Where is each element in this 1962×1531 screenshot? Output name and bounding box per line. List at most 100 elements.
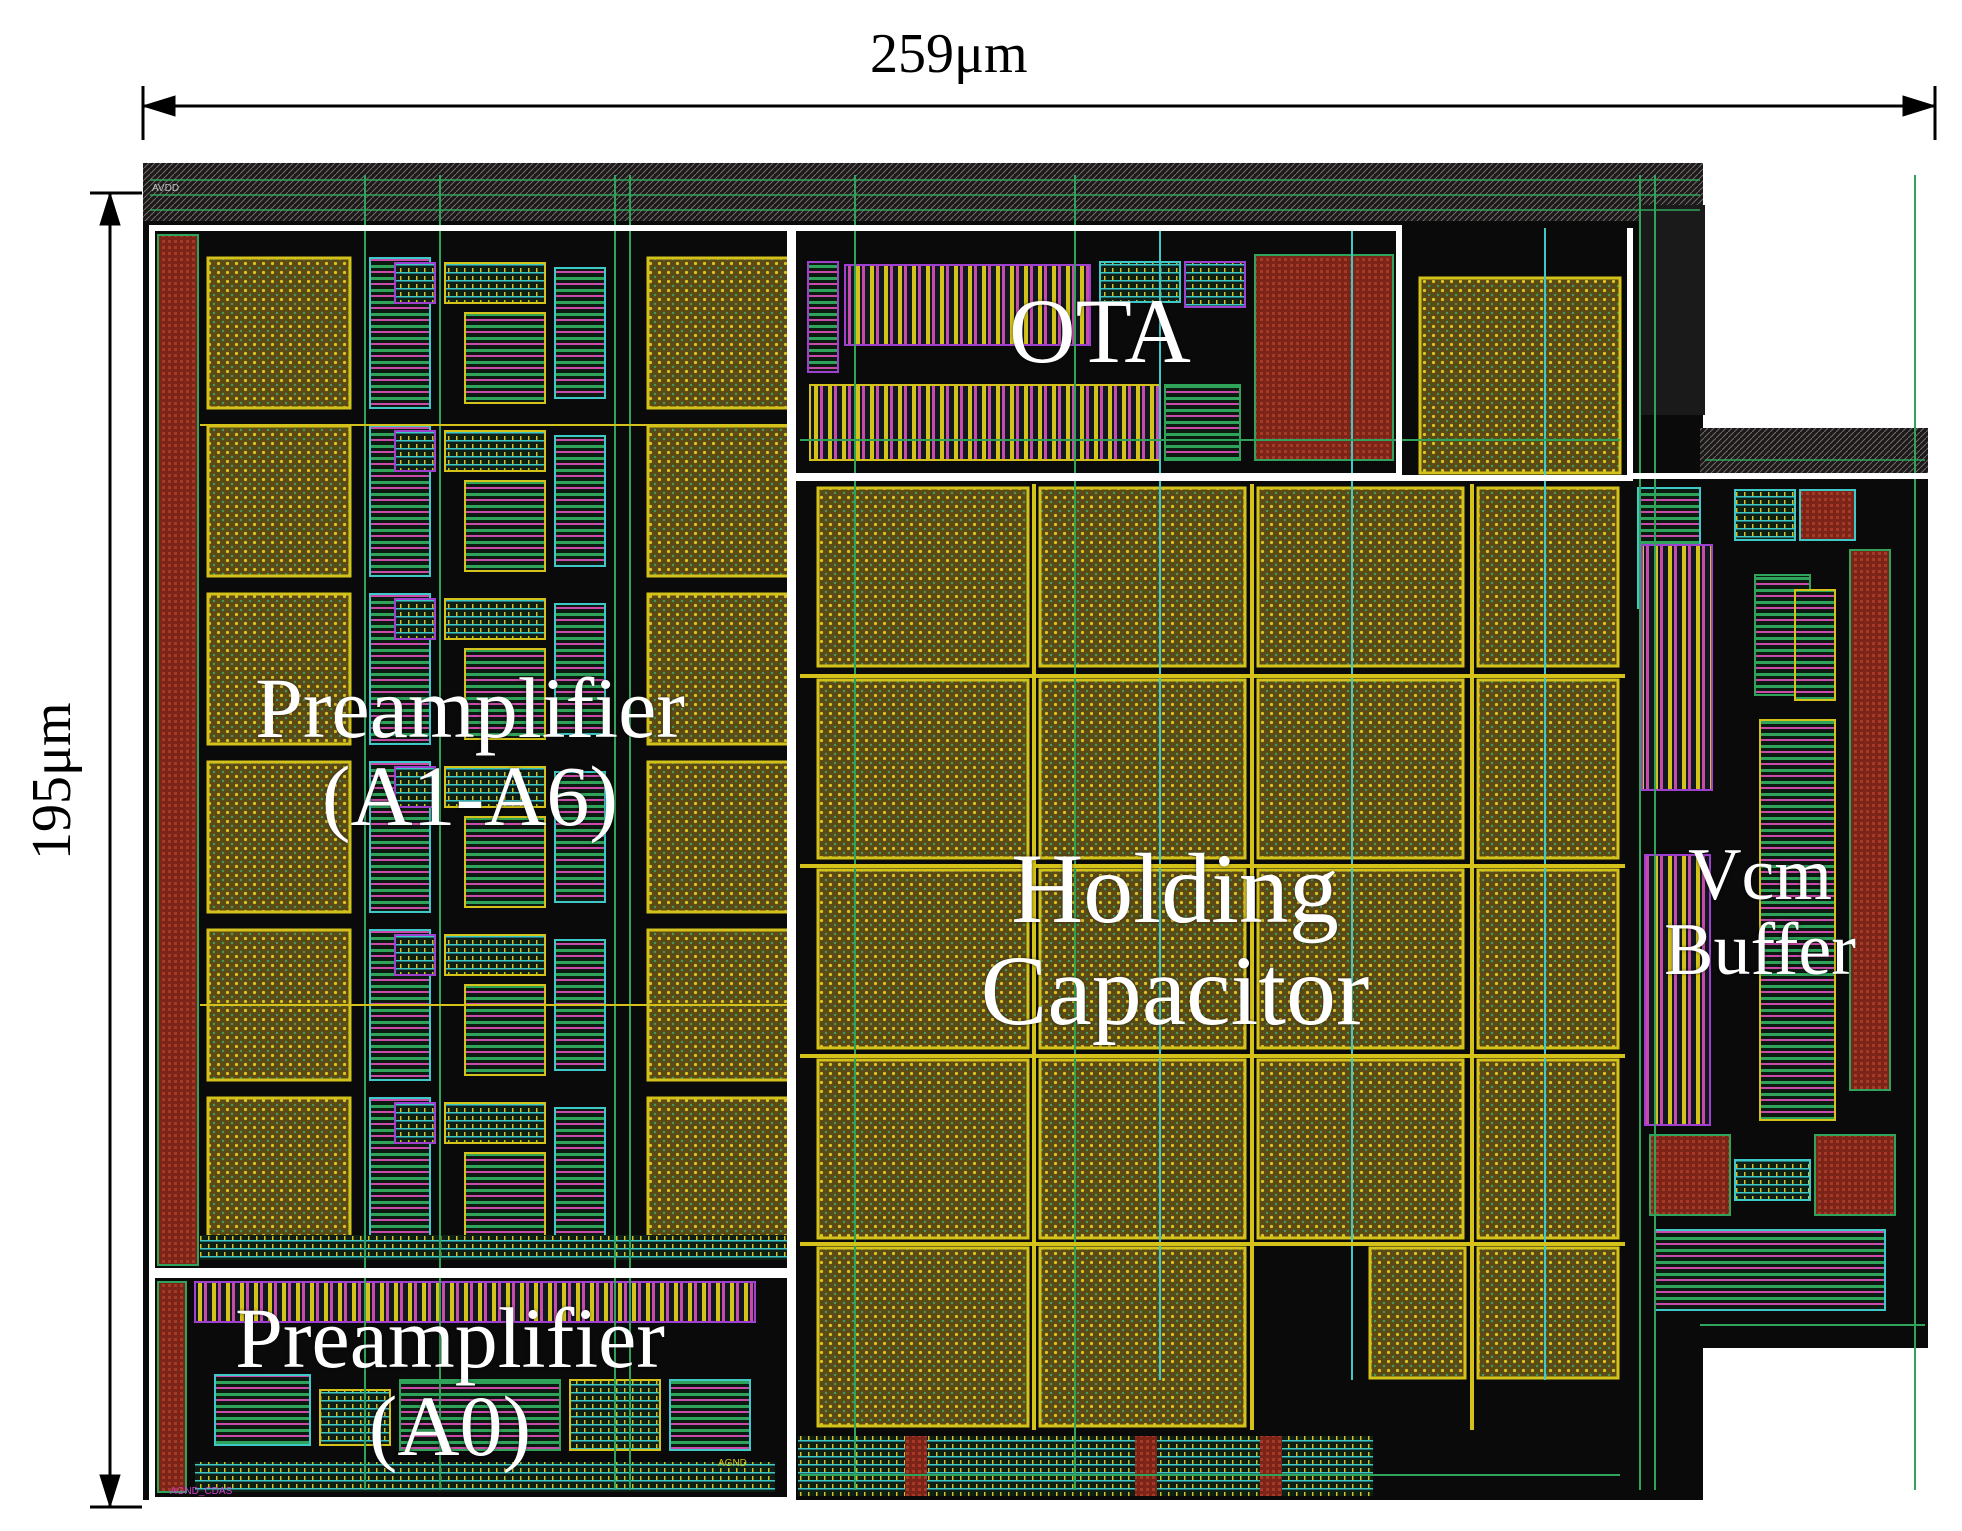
ota-bias: [1099, 261, 1181, 303]
label-ota: OTA: [980, 280, 1220, 382]
resistor-strip: [157, 234, 199, 1266]
capacitor-cell: [1476, 1246, 1620, 1380]
bias-rail: [200, 1235, 790, 1260]
transistor-array: [464, 1152, 546, 1244]
tag-avdd: AVDD: [152, 183, 179, 194]
width-dimension-label: 259μm: [870, 23, 1028, 85]
contact-block: [394, 934, 436, 976]
transistor-block: [319, 1389, 391, 1446]
transistor-stack: [554, 267, 606, 399]
ota-compensation-res: [1254, 254, 1394, 461]
capacitor-cell: [206, 424, 352, 578]
contact-block: [394, 766, 436, 808]
capacitor-cell: [1038, 1246, 1247, 1428]
transistor-array: [464, 648, 546, 740]
capacitor-cell: [1256, 486, 1465, 668]
label-vcm-buffer: Vcm Buffer: [1640, 834, 1880, 992]
transistor-array: [464, 312, 546, 404]
capacitor-cell: [816, 678, 1030, 860]
vcm-buffer-layout: [1637, 487, 1896, 1311]
vcm-cap: [1649, 1134, 1731, 1216]
vcm-switch-array: [1654, 1229, 1886, 1311]
transistor-block: [399, 1379, 561, 1451]
capacitor-cell: [816, 486, 1030, 668]
capacitor-cell: [1256, 1058, 1465, 1240]
capacitor-cell: [206, 1096, 352, 1250]
capacitor-cell: [1476, 868, 1620, 1050]
vcm-switch: [1734, 1159, 1811, 1201]
contact-block: [394, 430, 436, 472]
capacitor-cell: [1368, 1246, 1467, 1380]
ota-output-stage: [809, 384, 1161, 461]
dimension-arrows: [90, 86, 1937, 1509]
vcm-bias-res: [1799, 489, 1856, 541]
vcm-cap: [1814, 1134, 1896, 1216]
capacitor-cell: [1256, 678, 1465, 860]
capacitor-cell: [1038, 486, 1247, 668]
capacitor-cell: [1418, 276, 1622, 475]
label-vcm-buffer-line2: Buffer: [1664, 909, 1856, 992]
label-ota-text: OTA: [1009, 280, 1191, 382]
contact-block: [394, 598, 436, 640]
label-holding-capacitor-line2: Capacitor: [980, 935, 1370, 1046]
capacitor-cell: [646, 424, 792, 578]
capacitor-cell: [206, 760, 352, 914]
ota-cascode: [1164, 384, 1241, 461]
transistor-pair: [444, 598, 546, 640]
tag-agnd-cdas: AGND_CDAS: [170, 1486, 233, 1497]
vcm-mirror: [1794, 589, 1836, 701]
label-preamplifier-a1-a6-line2: (A1-A6): [321, 747, 619, 844]
cap-via-stack: [1260, 1436, 1282, 1496]
transistor-stack: [554, 771, 606, 903]
capacitor-cell: [206, 256, 352, 410]
capacitor-cell: [1038, 678, 1247, 860]
capacitor-cell: [646, 256, 792, 410]
transistor-row: [194, 1281, 756, 1323]
contact-block: [394, 262, 436, 304]
label-preamplifier-a0-line2: (A0): [368, 1377, 532, 1474]
ota-bias: [1184, 261, 1246, 308]
ota-side-device: [807, 261, 839, 373]
transistor-array: [464, 816, 546, 908]
block-outlines: [149, 225, 1930, 1503]
ota-layout: [807, 254, 1622, 475]
transistor-pair: [444, 1102, 546, 1144]
cap-via-stack: [905, 1436, 927, 1496]
vcm-bias: [1734, 489, 1796, 541]
tag-agnd: AGND: [718, 1458, 747, 1469]
vcm-resistor: [1849, 549, 1891, 1091]
transistor-array: [464, 984, 546, 1076]
label-preamplifier-a1-a6: Preamplifier (A1-A6): [230, 660, 710, 844]
capacitor-cell: [646, 592, 792, 746]
height-dimension-label: 195μm: [21, 702, 83, 860]
transistor-block: [669, 1379, 751, 1451]
ground-rail: [195, 1462, 775, 1492]
contact-block: [394, 1102, 436, 1144]
label-preamplifier-a0-line1: Preamplifier: [235, 1290, 665, 1386]
label-vcm-buffer-line1: Vcm: [1688, 834, 1832, 916]
ota-input-pair: [844, 264, 1091, 346]
capacitor-cell: [1256, 868, 1465, 1050]
transistor-stack: [554, 603, 606, 735]
transistor-stack: [554, 1107, 606, 1239]
capacitor-cell: [1476, 486, 1620, 668]
cap-bottom-routing: [798, 1436, 1373, 1496]
transistor-pair: [444, 262, 546, 304]
capacitor-cell: [816, 868, 1030, 1050]
capacitor-cell: [206, 592, 352, 746]
capacitor-cell: [1476, 678, 1620, 860]
cap-via-stack: [1135, 1436, 1157, 1496]
label-holding-capacitor-line1: Holding: [1011, 833, 1339, 944]
transistor-pair: [444, 766, 546, 808]
transistor-pair: [444, 934, 546, 976]
transistor-stack: [554, 435, 606, 567]
label-preamplifier-a1-a6-line1: Preamplifier: [255, 660, 685, 756]
capacitor-cell: [646, 760, 792, 914]
vcm-input-pair: [1641, 544, 1713, 791]
capacitor-cell: [816, 1246, 1030, 1428]
outline-holding-capacitor: [790, 228, 1633, 1500]
preamp-a0-layout: [157, 1281, 775, 1493]
capacitor-cell: [816, 1058, 1030, 1240]
